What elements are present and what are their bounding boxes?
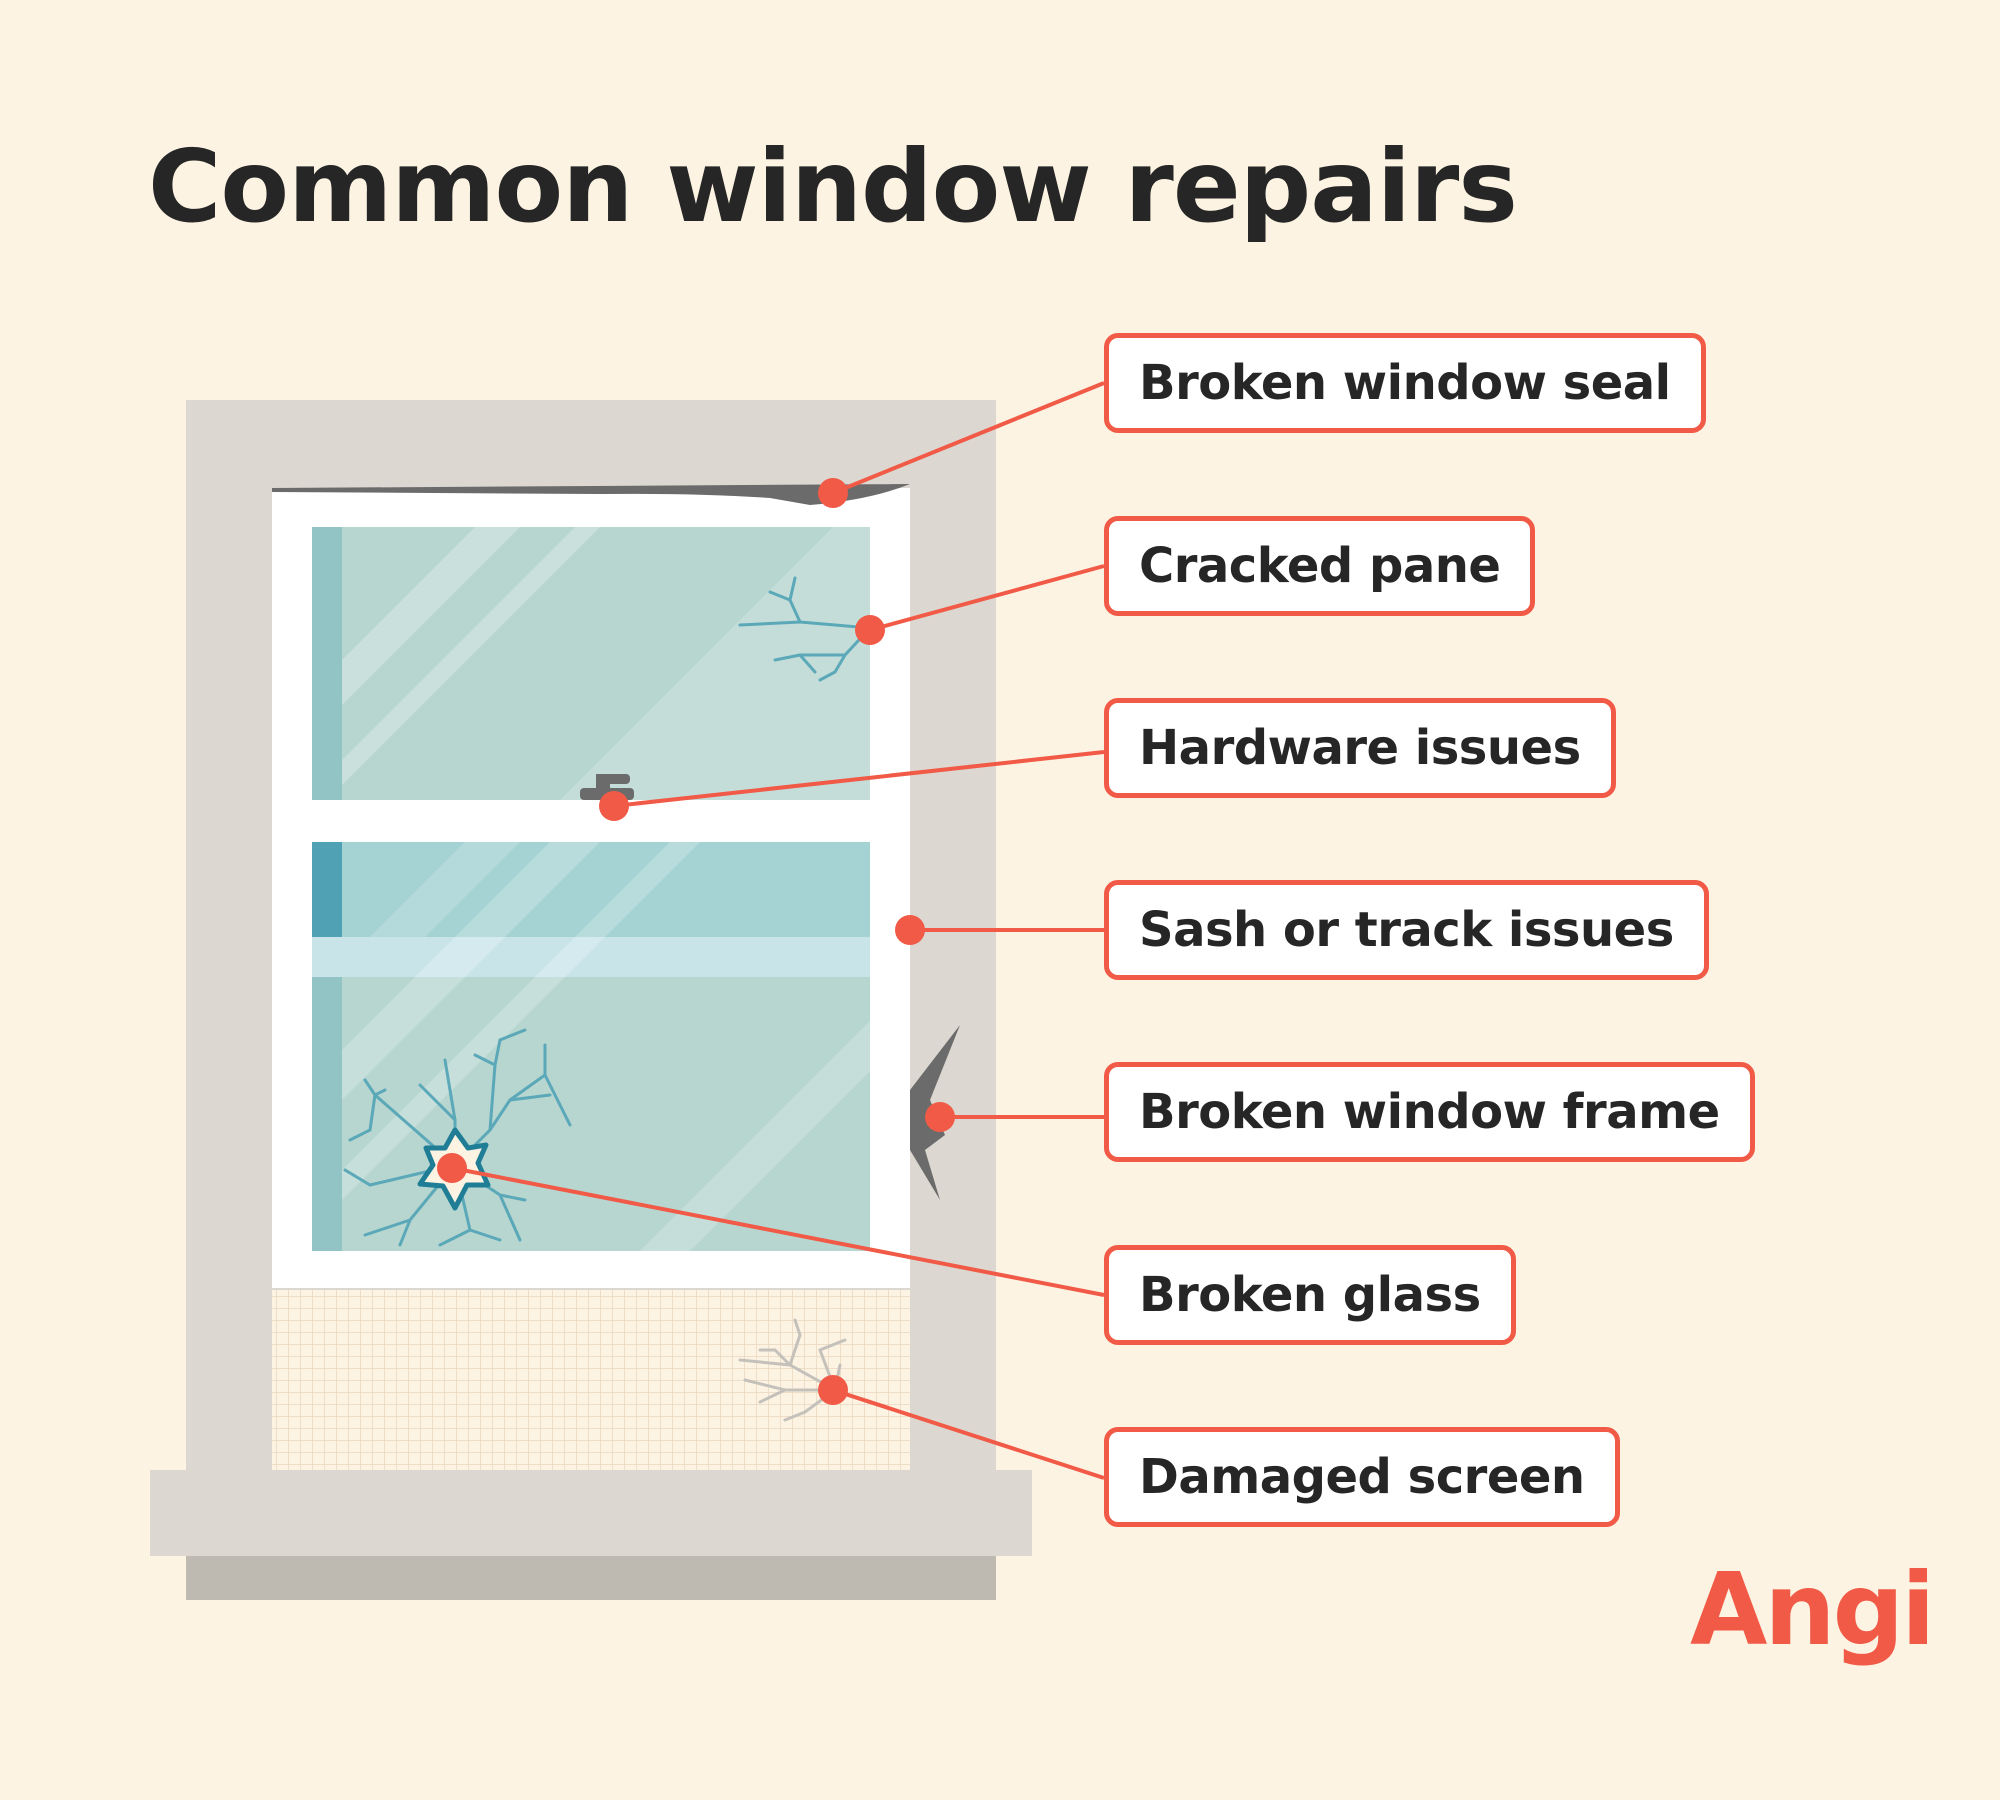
marker-dot-hardware-issues <box>599 791 629 821</box>
callout-damaged-screen: Damaged screen <box>1104 1427 1620 1527</box>
marker-dot-broken-window-frame <box>925 1102 955 1132</box>
callout-cracked-pane: Cracked pane <box>1104 516 1536 616</box>
marker-dot-sash-or-track-issues <box>895 915 925 945</box>
callout-broken-window-frame: Broken window frame <box>1104 1062 1755 1162</box>
window-screen <box>272 1290 910 1470</box>
sill <box>150 1470 1032 1556</box>
callout-broken-window-seal: Broken window seal <box>1104 333 1706 433</box>
marker-dot-damaged-screen <box>818 1375 848 1405</box>
leader-line-cracked-pane <box>869 564 1105 632</box>
callout-broken-glass: Broken glass <box>1104 1245 1516 1345</box>
sill-shadow <box>186 1556 996 1600</box>
bottom-pane <box>312 842 870 1251</box>
cracked-pane-lines <box>738 576 872 682</box>
callout-sash-or-track-issues: Sash or track issues <box>1104 880 1709 980</box>
top-pane <box>312 527 870 800</box>
leader-line-broken-window-seal <box>832 381 1105 495</box>
angi-logo: Angi <box>1690 1551 1935 1668</box>
broken-seal <box>272 484 910 505</box>
marker-dot-broken-window-seal <box>818 478 848 508</box>
marker-dot-broken-glass <box>437 1153 467 1183</box>
marker-dot-cracked-pane <box>855 615 885 645</box>
leader-line-hardware-issues <box>613 750 1105 808</box>
leader-line-damaged-screen <box>832 1388 1105 1480</box>
leader-line-broken-glass <box>451 1166 1105 1297</box>
page-title: Common window repairs <box>148 128 1518 245</box>
callout-hardware-issues: Hardware issues <box>1104 698 1616 798</box>
